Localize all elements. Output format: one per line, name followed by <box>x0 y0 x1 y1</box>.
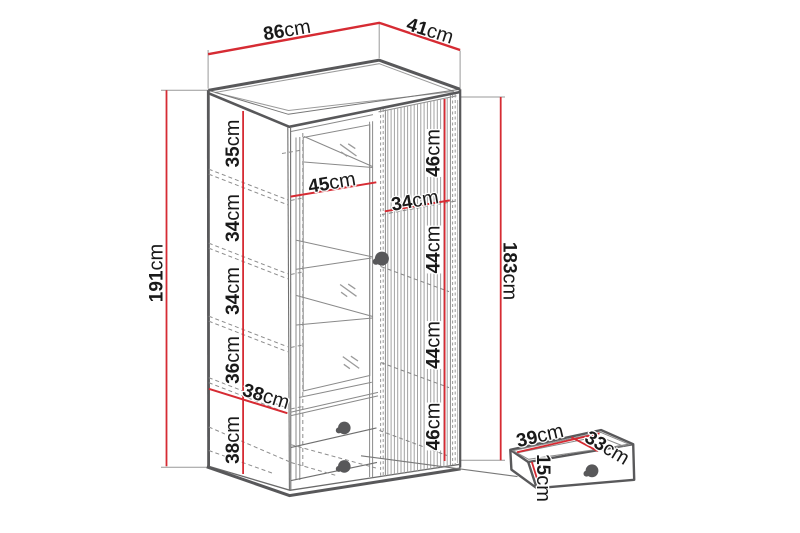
svg-text:183cm: 183cm <box>499 242 521 300</box>
svg-text:86cm: 86cm <box>262 16 313 46</box>
svg-text:15cm: 15cm <box>532 454 554 502</box>
svg-text:34cm: 34cm <box>390 186 441 216</box>
svg-text:45cm: 45cm <box>307 168 358 198</box>
svg-text:36cm: 36cm <box>222 336 244 384</box>
svg-text:44cm: 44cm <box>423 321 445 369</box>
svg-text:44cm: 44cm <box>423 226 445 274</box>
svg-text:191cm: 191cm <box>146 244 168 302</box>
svg-text:34cm: 34cm <box>222 194 244 242</box>
svg-text:38cm: 38cm <box>222 416 244 464</box>
svg-text:35cm: 35cm <box>222 120 244 168</box>
svg-text:46cm: 46cm <box>423 129 445 177</box>
svg-text:34cm: 34cm <box>222 267 244 315</box>
svg-text:46cm: 46cm <box>423 403 445 451</box>
